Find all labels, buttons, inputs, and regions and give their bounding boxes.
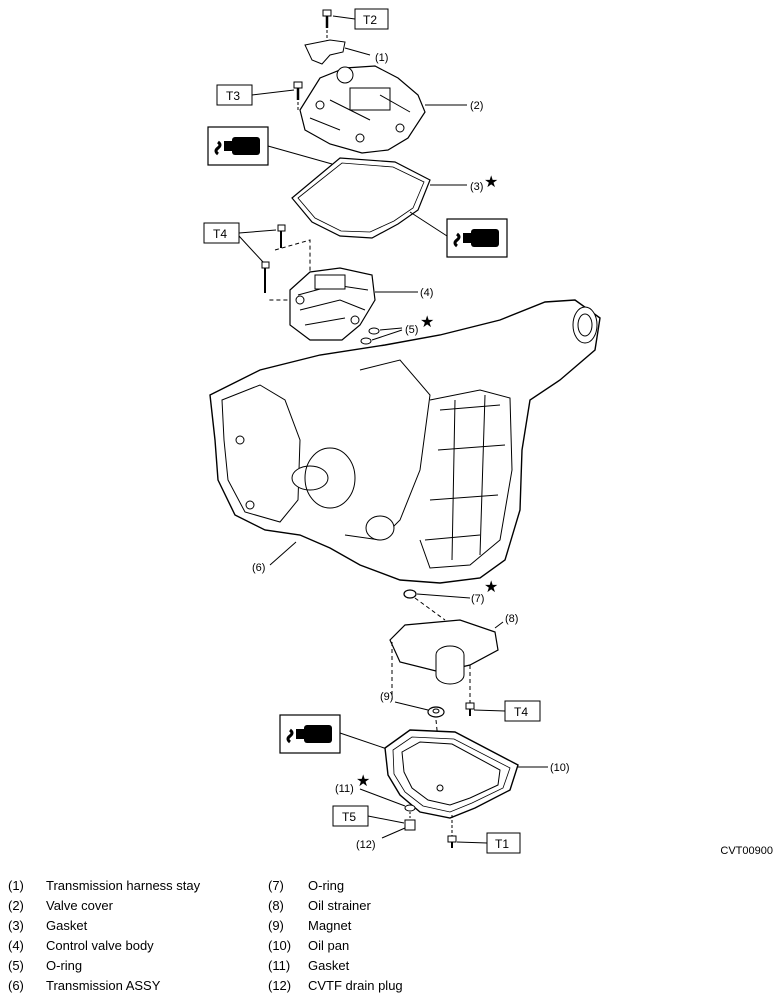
legend-num: (8) xyxy=(268,898,284,913)
bolt-t3 xyxy=(292,80,304,110)
star-5: ★ xyxy=(420,314,434,331)
exploded-diagram: T2 (1) T3 (2) (3) ★ T4 xyxy=(203,8,601,854)
legend-name: Gasket xyxy=(46,918,88,933)
star-11: ★ xyxy=(356,773,370,790)
legend-name: Oil pan xyxy=(308,938,350,953)
control-valve-body xyxy=(289,267,418,341)
fluid-icon-bottom xyxy=(278,713,342,755)
legend: (1) Transmission harness stay (2) Valve … xyxy=(0,874,781,1002)
legend-num: (9) xyxy=(268,918,284,933)
legend-num: (11) xyxy=(268,958,291,973)
callout-4: (4) xyxy=(420,287,433,299)
legend-num: (12) xyxy=(268,978,292,993)
bolt-t2 xyxy=(321,8,333,42)
o-rings-5 xyxy=(360,327,403,345)
callout-9: (9) xyxy=(380,691,393,703)
fluid-leader-top xyxy=(267,145,333,165)
t3-box: T3 xyxy=(216,84,295,106)
fluid-icon-right xyxy=(445,217,509,259)
t4-bottom-box: T4 xyxy=(473,700,541,722)
oil-strainer xyxy=(389,619,504,705)
legend-name: Magnet xyxy=(308,918,352,933)
fluid-leader-bottom xyxy=(339,732,391,751)
callout-7: (7) xyxy=(471,593,484,605)
callout-8: (8) xyxy=(505,613,518,625)
legend-name: Control valve body xyxy=(46,938,154,953)
legend-name: Transmission harness stay xyxy=(46,878,201,893)
callout-6: (6) xyxy=(252,562,265,574)
oil-pan xyxy=(384,729,548,819)
legend-num: (6) xyxy=(8,978,24,993)
svg-text:T3: T3 xyxy=(226,89,240,103)
figure-code: CVT00900 xyxy=(720,845,773,857)
t2-box: T2 xyxy=(332,8,389,30)
legend-name: O-ring xyxy=(46,958,83,973)
t4-top-box: T4 xyxy=(203,222,277,263)
callout-5: (5) xyxy=(405,324,418,336)
legend-name: Oil strainer xyxy=(308,898,371,913)
star-3: ★ xyxy=(484,174,498,191)
gasket-valve-cover xyxy=(291,157,467,239)
svg-text:T1: T1 xyxy=(495,837,509,851)
legend-name: Transmission ASSY xyxy=(46,978,161,993)
callout-2: (2) xyxy=(470,100,483,112)
svg-text:T2: T2 xyxy=(363,13,377,27)
o-ring-7 xyxy=(403,589,471,621)
legend-name: O-ring xyxy=(308,878,345,893)
legend-num: (5) xyxy=(8,958,24,973)
t1-box: T1 xyxy=(456,832,521,854)
legend-num: (4) xyxy=(8,938,24,953)
valve-cover xyxy=(299,65,467,154)
callout-3: (3) xyxy=(470,181,483,193)
legend-name: Valve cover xyxy=(46,898,113,913)
drain-plug xyxy=(381,812,416,839)
legend-num: (10) xyxy=(268,938,292,953)
fluid-leader-right xyxy=(409,211,448,237)
legend-num: (1) xyxy=(8,878,24,893)
legend-name: Gasket xyxy=(308,958,350,973)
svg-text:T4: T4 xyxy=(213,227,227,241)
bolts-t4-top xyxy=(261,224,311,301)
harness-stay xyxy=(304,39,371,65)
legend-num: (3) xyxy=(8,918,24,933)
t5-box: T5 xyxy=(332,805,405,827)
svg-text:T4: T4 xyxy=(514,705,528,719)
legend-num: (7) xyxy=(268,878,284,893)
callout-11: (11) xyxy=(335,783,354,795)
bolt-t1 xyxy=(447,815,457,848)
transmission-assy xyxy=(209,299,601,584)
bolt-t4-bottom xyxy=(465,702,475,716)
callout-10: (10) xyxy=(550,762,570,774)
magnet xyxy=(394,701,445,761)
callout-1: (1) xyxy=(375,52,388,64)
fluid-icon-top xyxy=(206,125,270,167)
drain-gasket xyxy=(359,788,416,812)
star-7: ★ xyxy=(484,579,498,596)
legend-num: (2) xyxy=(8,898,24,913)
callout-12: (12) xyxy=(356,839,376,851)
svg-text:T5: T5 xyxy=(342,810,356,824)
legend-name: CVTF drain plug xyxy=(308,978,403,993)
